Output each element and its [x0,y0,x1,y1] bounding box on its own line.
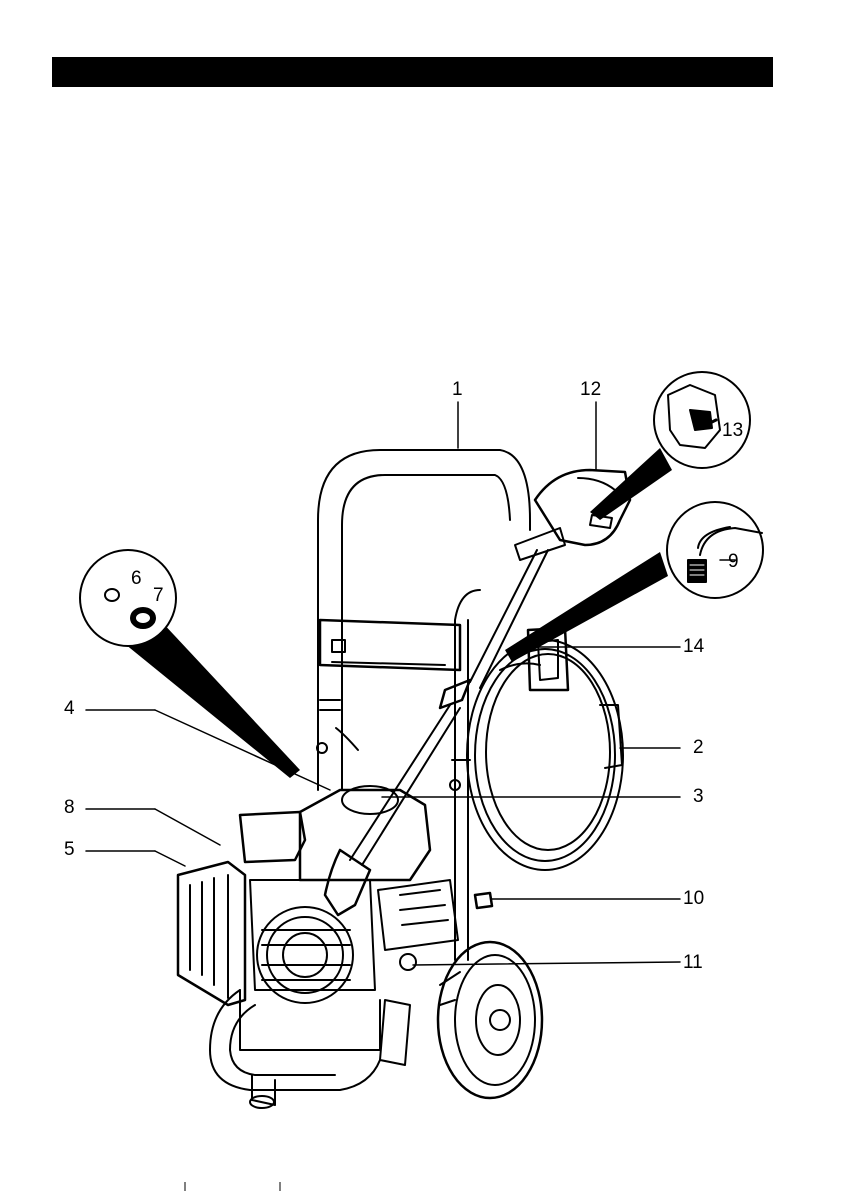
callout-8: 8 [64,798,75,817]
zoom-beam-top [590,448,672,520]
callout-3: 3 [693,787,704,806]
base-wheel [210,942,542,1108]
zoom-circle-right [667,502,763,598]
callout-2: 2 [693,738,704,757]
zoom-beam-left [120,620,300,778]
callout-5: 5 [64,840,75,859]
callout-14: 14 [683,637,704,656]
air-filter [178,862,245,1005]
callout-13: 13 [722,421,743,440]
callout-1: 1 [452,380,463,399]
callout-4: 4 [64,699,75,718]
callout-10: 10 [683,889,704,908]
callout-6: 6 [131,569,142,588]
callout-11: 11 [683,953,703,972]
hose-reel [467,628,623,870]
callout-12: 12 [580,380,601,399]
callout-9: 9 [728,552,739,571]
crop-marks [0,1180,841,1191]
callout-7: 7 [153,586,164,605]
spray-lance [325,528,565,915]
